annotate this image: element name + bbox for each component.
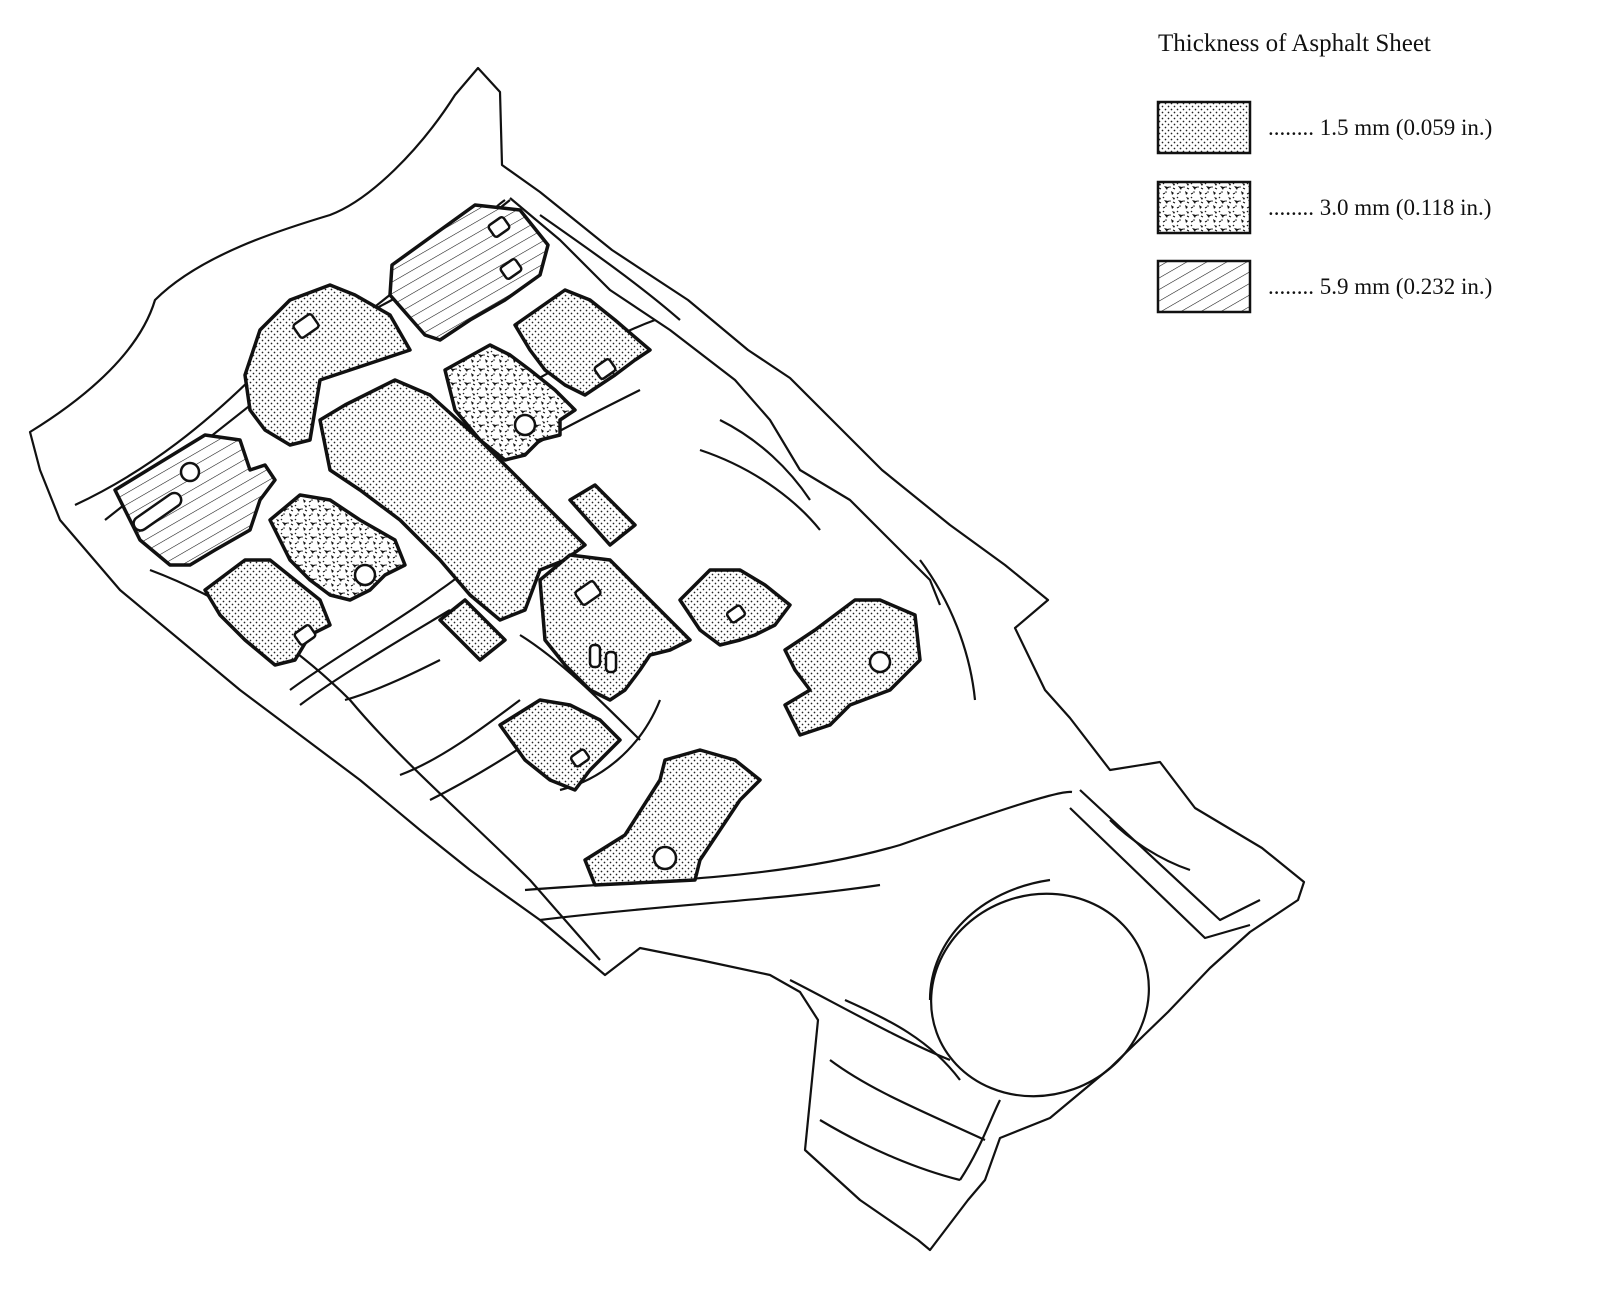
patch-1-5mm-center-cross [538, 553, 692, 702]
legend-label-5-9mm: ........ 5.9 mm (0.232 in.) [1268, 274, 1493, 299]
legend-swatch-fine-dots [1156, 100, 1252, 155]
legend-title: Thickness of Asphalt Sheet [1158, 30, 1431, 57]
legend-label-3-0mm: ........ 3.0 mm (0.118 in.) [1268, 195, 1492, 220]
legend-swatches [1156, 100, 1252, 314]
patch-1-5mm-small-rect-left [438, 598, 507, 662]
patch-5-9mm-rear-left [388, 203, 550, 342]
patch-5-9mm-front-left [113, 433, 277, 567]
asphalt-patches [113, 203, 922, 887]
patch-1-5mm-lower-center [583, 748, 762, 887]
legend-swatch-coarse-speckle [1156, 180, 1252, 235]
patch-1-5mm-upper-left-cross [243, 283, 412, 447]
floor-panel-outline [28, 66, 1306, 1252]
legend-label-1-5mm: ........ 1.5 mm (0.059 in.) [1268, 115, 1493, 140]
patch-1-5mm-right-lower [783, 598, 922, 737]
patch-1-5mm-lower-left [498, 698, 622, 792]
patch-1-5mm-tunnel [318, 378, 587, 622]
patch-1-5mm-small-rect-mid [568, 483, 637, 547]
legend-swatch-diagonal-hatch [1156, 259, 1252, 314]
